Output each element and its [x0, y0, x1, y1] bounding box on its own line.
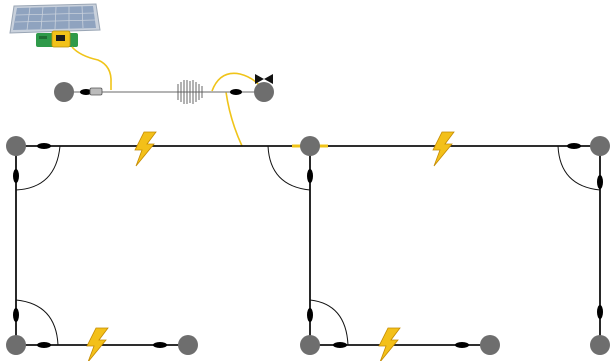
lightning-bolt-icon	[134, 131, 157, 167]
insulator-icon	[13, 308, 19, 322]
lightning-markers	[86, 131, 455, 361]
corner-post-icon	[6, 335, 26, 355]
insulator-icon	[333, 342, 347, 348]
fence-feed-wire	[225, 91, 243, 147]
end-post-icon	[178, 335, 198, 355]
fence-posts	[6, 136, 610, 355]
ground-lead-wire	[211, 72, 261, 92]
corner-post-icon	[300, 136, 320, 156]
corner-post-icon	[590, 136, 610, 156]
insulator-icon	[597, 305, 603, 319]
insulator-icon	[307, 169, 313, 183]
insulator-icon	[37, 342, 51, 348]
fence-insulators	[13, 143, 603, 348]
energizer-lead-wire	[71, 46, 112, 90]
insulator-icon	[13, 169, 19, 183]
gate-section	[54, 74, 274, 104]
solar-panel-icon	[9, 3, 101, 34]
gate-post-left	[54, 82, 74, 102]
insulator-icon	[567, 143, 581, 149]
insulator-icon	[230, 89, 242, 95]
lead-wires	[71, 46, 261, 147]
energizer-icon	[36, 30, 78, 48]
corner-braces	[15, 145, 601, 346]
corner-post-icon	[6, 136, 26, 156]
gate-handle-grip	[89, 87, 103, 96]
insulator-icon	[37, 143, 51, 149]
insulator-icon	[153, 342, 167, 348]
insulator-icon	[597, 175, 603, 189]
insulator-icon	[80, 89, 92, 95]
corner-post-icon	[300, 335, 320, 355]
tension-spring-icon	[177, 80, 203, 104]
solar-energizer-unit	[9, 3, 101, 48]
end-post-icon	[480, 335, 500, 355]
gate-post-right	[254, 82, 274, 102]
insulator-icon	[455, 342, 469, 348]
corner-post-icon	[590, 335, 610, 355]
gate-handle-icon	[255, 74, 273, 84]
lightning-bolt-icon	[432, 131, 455, 167]
insulator-icon	[307, 308, 313, 322]
